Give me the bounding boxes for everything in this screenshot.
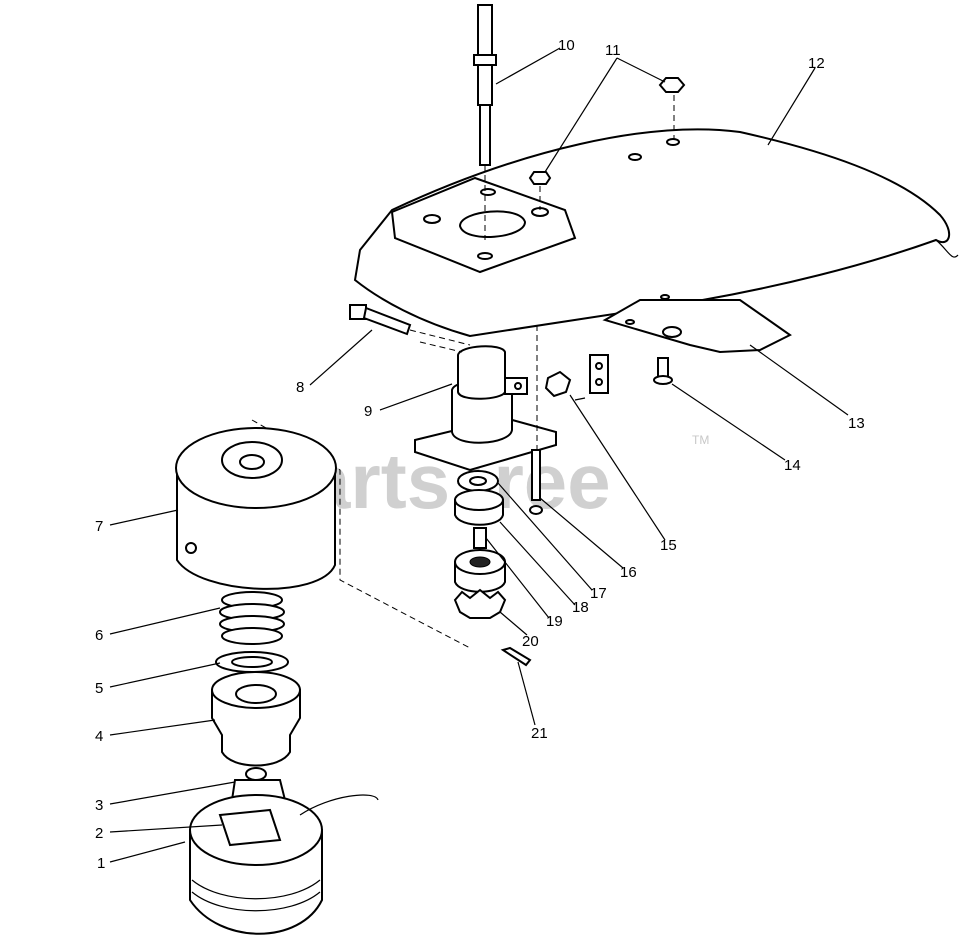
callout-9: 9 <box>364 403 372 420</box>
callout-20: 20 <box>522 633 539 650</box>
callout-1: 1 <box>97 855 105 872</box>
part-6-spring <box>219 591 285 645</box>
part-5-washer <box>215 651 289 673</box>
callout-16: 16 <box>620 564 637 581</box>
part-7-cover <box>175 427 337 590</box>
callout-12: 12 <box>808 55 825 72</box>
part-16-long-bolt <box>529 325 543 515</box>
callout-5: 5 <box>95 680 103 697</box>
leader-lines <box>109 47 849 863</box>
part-20-bearing <box>453 549 507 619</box>
part-9-housing <box>414 345 557 472</box>
callout-10: 10 <box>558 37 575 54</box>
part-19-spacer <box>473 527 487 549</box>
part-21-pin <box>500 646 532 667</box>
callout-labels: 1 2 3 4 5 6 7 8 9 10 11 12 13 14 15 16 1… <box>95 37 865 872</box>
callout-19: 19 <box>546 613 563 630</box>
part-10-drive-shaft <box>473 4 497 240</box>
callout-3: 3 <box>95 797 103 814</box>
part-17-washer <box>457 470 499 492</box>
callout-15: 15 <box>660 537 677 554</box>
part-11-nuts <box>528 77 686 210</box>
part-12-shield <box>353 128 959 338</box>
part-2-key <box>218 808 282 847</box>
part-8-bolt <box>349 304 471 346</box>
part-4-hub <box>211 671 301 767</box>
part-14-screw <box>574 354 673 401</box>
part-15-locknut <box>544 370 572 398</box>
callout-7: 7 <box>95 518 103 535</box>
callout-6: 6 <box>95 627 103 644</box>
callout-2: 2 <box>95 825 103 842</box>
callout-13: 13 <box>848 415 865 432</box>
watermark-trademark: TM <box>692 433 709 447</box>
callout-4: 4 <box>95 728 103 745</box>
callout-14: 14 <box>784 457 801 474</box>
callout-21: 21 <box>531 725 548 742</box>
callout-17: 17 <box>590 585 607 602</box>
part-1-spool <box>189 794 379 935</box>
callout-18: 18 <box>572 599 589 616</box>
callout-11: 11 <box>605 42 621 59</box>
part-18-bearing <box>454 489 504 526</box>
callout-8: 8 <box>296 379 304 396</box>
part-13-bracket <box>602 294 792 354</box>
